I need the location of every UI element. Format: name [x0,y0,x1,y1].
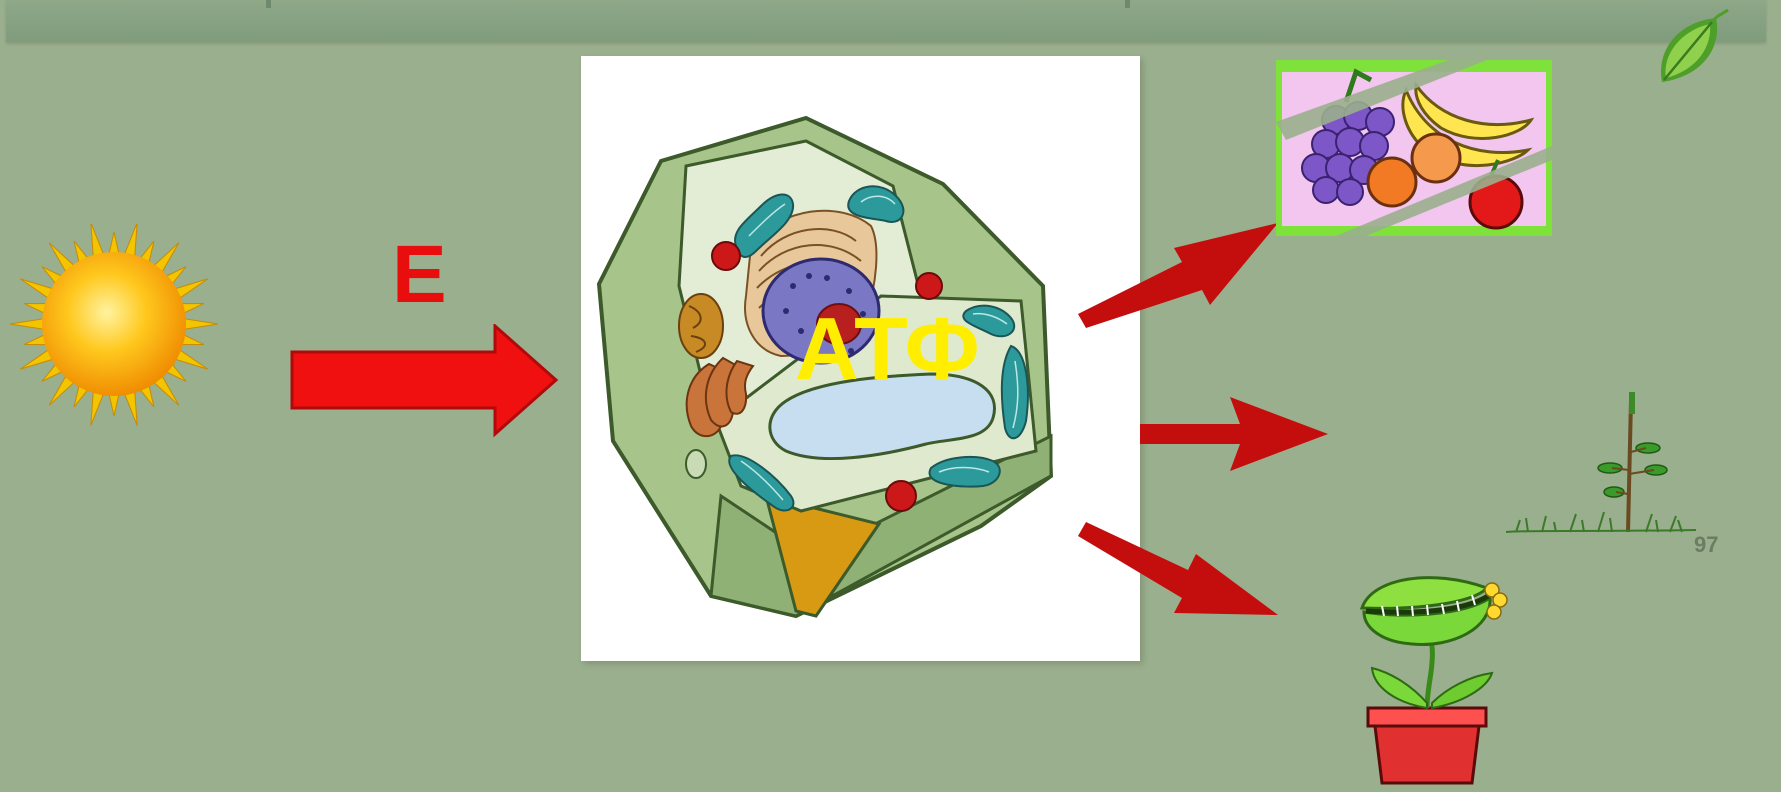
top-bar-tick [266,0,271,8]
output-arrows [1070,210,1370,630]
fruit-image [1276,50,1552,236]
flytrap-image [1352,568,1522,790]
energy-label: Е [392,234,447,316]
arrow-to-fruit [1078,223,1278,328]
top-bar-tick [1125,0,1130,8]
atp-label: АТФ [795,305,980,393]
leaf-icon [1652,6,1740,88]
arrow-to-flytrap [1078,522,1278,615]
year-mark: 97 [1694,532,1718,558]
sun-icon [4,224,224,444]
sapling-image [1506,392,1696,552]
energy-arrow [290,324,560,440]
arrow-to-plant [1140,397,1328,471]
